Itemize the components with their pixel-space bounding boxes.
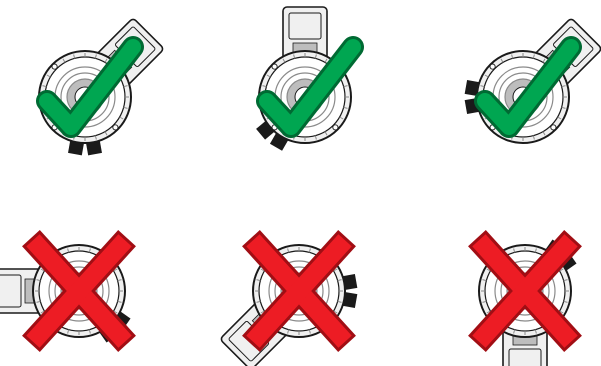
screw-hole — [490, 64, 495, 69]
screw-hole — [52, 64, 57, 69]
screw-hole — [272, 64, 277, 69]
orientation-incorrect-1 — [4, 196, 154, 366]
orientation-incorrect-2 — [224, 196, 374, 366]
orientation-correct-3 — [448, 2, 598, 172]
unit-diagram-incorrect-1 — [4, 196, 154, 366]
orientation-correct-2 — [230, 2, 380, 172]
screw-hole — [551, 125, 556, 130]
unit-diagram-correct-2 — [230, 2, 380, 172]
screw-hole — [113, 125, 118, 130]
orientation-incorrect-3 — [450, 196, 600, 366]
unit-diagram-correct-3 — [448, 2, 598, 172]
screw-hole — [333, 125, 338, 130]
orientation-correct-1 — [10, 2, 160, 172]
unit-diagram-correct-1 — [10, 2, 160, 172]
unit-diagram-incorrect-3 — [450, 196, 600, 366]
unit-diagram-incorrect-2 — [224, 196, 374, 366]
